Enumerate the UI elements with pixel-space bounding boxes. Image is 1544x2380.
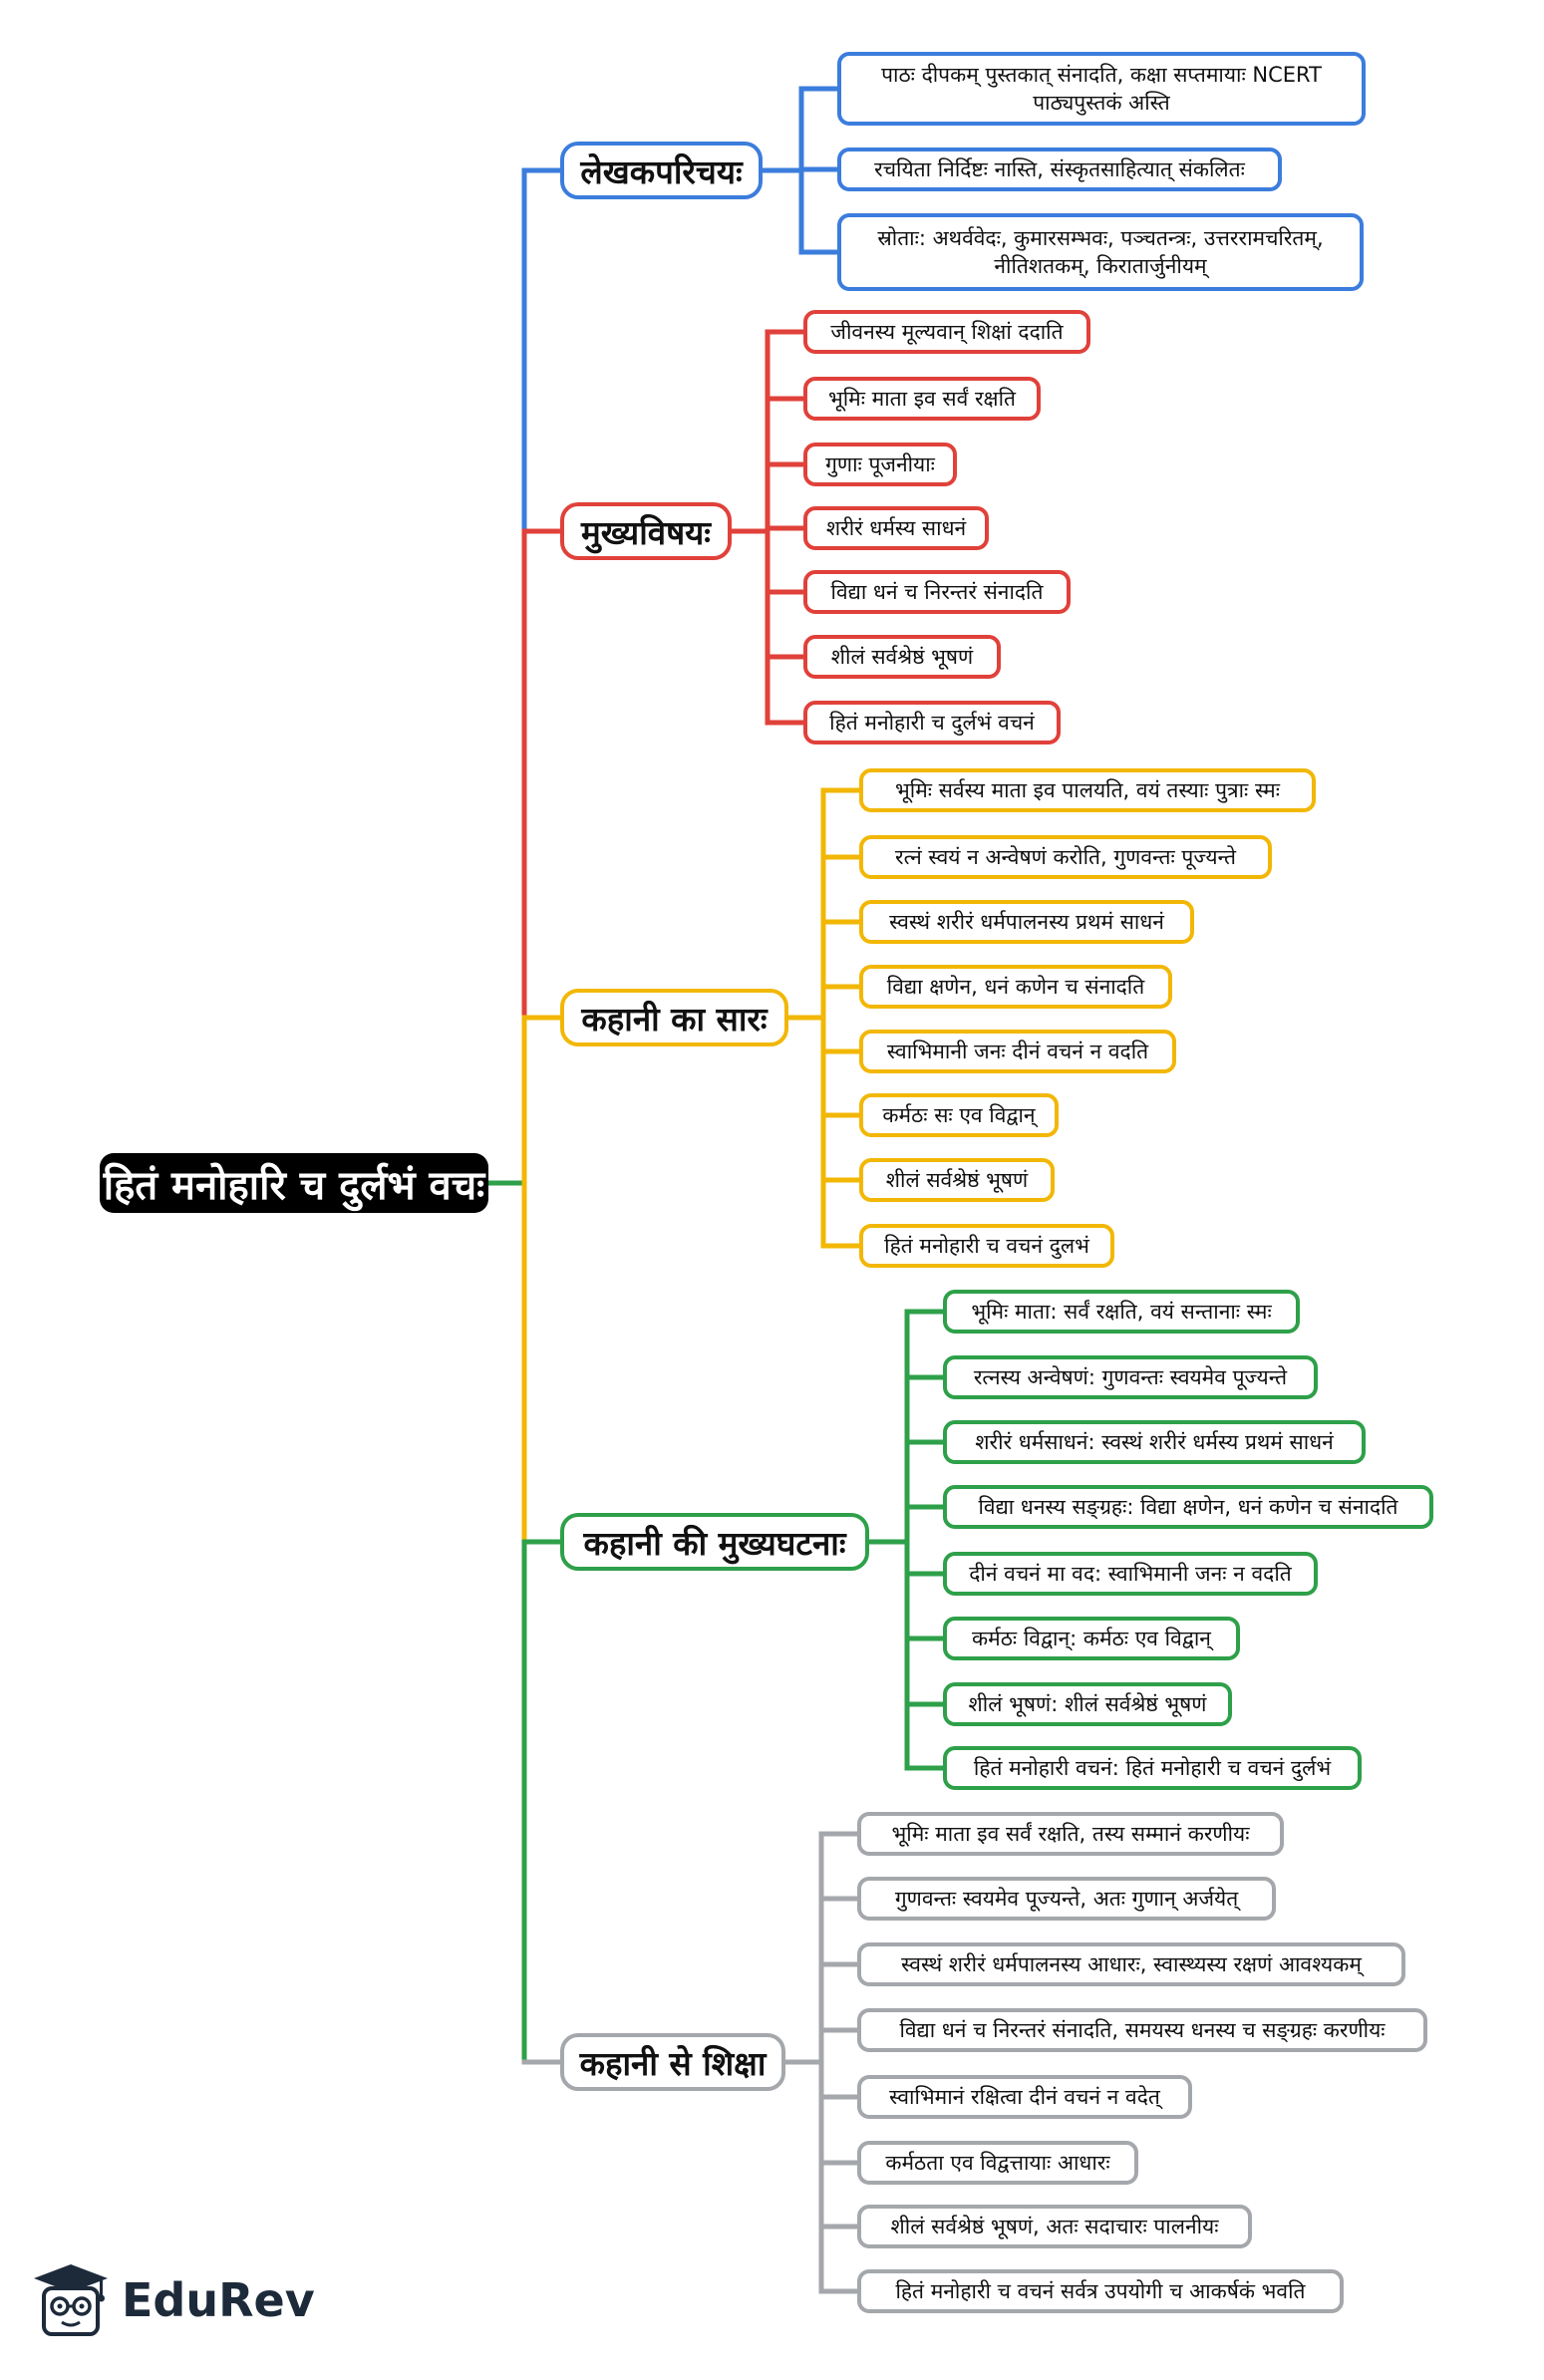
leaf-main-events-8: हितं मनोहारी वचनं: हितं मनोहारी च वचनं द… <box>943 1746 1362 1790</box>
brand-logo: EduRev <box>30 2260 315 2340</box>
leaf-author-intro-1: पाठः दीपकम् पुस्तकात् संनादति, कक्षा सप्… <box>837 52 1366 126</box>
leaf-story-summary-4: विद्या क्षणेन, धनं कणेन च संनादति <box>859 965 1172 1009</box>
leaf-lessons-6: कर्मठता एव विद्वत्तायाः आधारः <box>857 2141 1138 2185</box>
branch-lessons: कहानी से शिक्षा <box>560 2033 785 2091</box>
leaf-story-summary-6: कर्मठः सः एव विद्वान् <box>859 1093 1059 1137</box>
leaf-lessons-2: गुणवन्तः स्वयमेव पूज्यन्ते, अतः गुणान् अ… <box>857 1877 1276 1921</box>
leaf-main-events-5: दीनं वचनं मा वद: स्वाभिमानी जनः न वदति <box>943 1552 1318 1596</box>
leaf-main-subject-2: भूमिः माता इव सर्वं रक्षति <box>803 377 1041 421</box>
leaf-lessons-1: भूमिः माता इव सर्वं रक्षति, तस्य सम्मानं… <box>857 1812 1284 1856</box>
leaf-main-events-7: शीलं भूषणं: शीलं सर्वश्रेष्ठं भूषणं <box>943 1682 1232 1726</box>
leaf-main-subject-6: शीलं सर्वश्रेष्ठं भूषणं <box>803 635 1001 679</box>
leaf-main-events-2: रत्नस्य अन्वेषणं: गुणवन्तः स्वयमेव पूज्य… <box>943 1355 1318 1399</box>
leaf-main-events-4: विद्या धनस्य सङ्ग्रहः: विद्या क्षणेन, धन… <box>943 1485 1433 1529</box>
leaf-story-summary-2: रत्नं स्वयं न अन्वेषणं करोति, गुणवन्तः प… <box>859 835 1272 879</box>
branch-story-summary: कहानी का सारः <box>560 989 788 1046</box>
leaf-main-events-3: शरीरं धर्मसाधनं: स्वस्थं शरीरं धर्मस्य प… <box>943 1420 1366 1464</box>
leaf-lessons-7: शीलं सर्वश्रेष्ठं भूषणं, अतः सदाचारः पाल… <box>857 2205 1252 2248</box>
root-topic: हितं मनोहारि च दुर्लभं वचः <box>100 1153 488 1213</box>
leaf-main-subject-3: गुणाः पूजनीयाः <box>803 443 957 486</box>
leaf-author-intro-2: रचयिता निर्दिष्टः नास्ति, संस्कृतसाहित्य… <box>837 148 1282 191</box>
leaf-story-summary-1: भूमिः सर्वस्य माता इव पालयति, वयं तस्याः… <box>859 768 1316 812</box>
leaf-main-subject-4: शरीरं धर्मस्य साधनं <box>803 506 989 550</box>
leaf-lessons-3: स्वस्थं शरीरं धर्मपालनस्य आधारः, स्वास्थ… <box>857 1942 1405 1986</box>
branch-main-subject: मुख्यविषयः <box>560 502 732 560</box>
leaf-lessons-8: हितं मनोहारी च वचनं सर्वत्र उपयोगी च आकर… <box>857 2269 1344 2313</box>
leaf-story-summary-8: हितं मनोहारी च वचनं दुलभं <box>859 1224 1114 1268</box>
leaf-lessons-4: विद्या धनं च निरन्तरं संनादति, समयस्य धन… <box>857 2008 1427 2052</box>
branch-main-events: कहानी की मुख्यघटनाः <box>560 1513 869 1571</box>
leaf-story-summary-5: स्वाभिमानी जनः दीनं वचनं न वदति <box>859 1030 1176 1073</box>
branch-author-intro: लेखकपरिचयः <box>560 142 763 199</box>
leaf-author-intro-3: स्रोताः: अथर्ववेदः, कुमारसम्भवः, पञ्चतन्… <box>837 213 1364 291</box>
leaf-main-events-1: भूमिः माता: सर्वं रक्षति, वयं सन्तानाः स… <box>943 1290 1300 1334</box>
leaf-story-summary-3: स्वस्थं शरीरं धर्मपालनस्य प्रथमं साधनं <box>859 900 1194 944</box>
brand-name: EduRev <box>122 2273 315 2327</box>
leaf-lessons-5: स्वाभिमानं रक्षित्वा दीनं वचनं न वदेत् <box>857 2075 1192 2119</box>
leaf-main-subject-7: हितं मनोहारी च दुर्लभं वचनं <box>803 701 1061 744</box>
leaf-main-subject-1: जीवनस्य मूल्यवान् शिक्षां ददाति <box>803 310 1090 354</box>
graduate-mascot-icon <box>34 2264 108 2336</box>
leaf-story-summary-7: शीलं सर्वश्रेष्ठं भूषणं <box>859 1158 1055 1202</box>
leaf-main-events-6: कर्मठः विद्वान्: कर्मठः एव विद्वान् <box>943 1617 1240 1660</box>
leaf-main-subject-5: विद्या धनं च निरन्तरं संनादति <box>803 570 1071 614</box>
